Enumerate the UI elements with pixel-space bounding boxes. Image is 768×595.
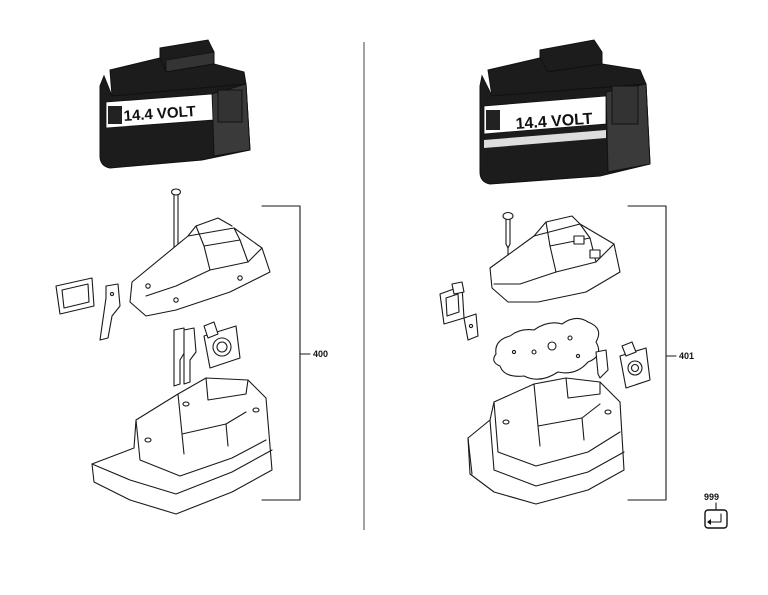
right-callout-label: 401: [679, 351, 694, 361]
page-reference[interactable]: 999: [704, 492, 728, 529]
left-top-cover[interactable]: [129, 217, 271, 317]
right-round-connector[interactable]: [619, 341, 651, 389]
left-callout-label: 400: [313, 349, 328, 359]
left-center-terminals[interactable]: [173, 327, 197, 387]
left-bracket: [261, 205, 311, 501]
right-side-connector[interactable]: [439, 281, 465, 325]
left-round-connector[interactable]: [203, 321, 241, 369]
right-small-terminal[interactable]: [463, 313, 479, 341]
left-label-band: [105, 93, 214, 129]
left-battery-label: 14.4 VOLT: [123, 103, 196, 125]
right-battery-pack[interactable]: 14.4 VOLT: [479, 39, 651, 185]
right-battery-label: 14.4 VOLT: [515, 111, 593, 133]
right-bracket: [627, 205, 677, 501]
right-gasket-plate[interactable]: [493, 317, 600, 380]
left-lower-housing[interactable]: [91, 377, 273, 515]
right-label-band: [483, 95, 607, 135]
right-top-cover[interactable]: [489, 215, 621, 303]
left-battery-pack[interactable]: 14.4 VOLT: [99, 39, 251, 169]
left-contact-plate[interactable]: [55, 277, 95, 315]
return-icon[interactable]: [704, 509, 728, 529]
right-lower-housing[interactable]: [467, 377, 625, 505]
right-tab-terminal[interactable]: [595, 349, 609, 379]
page-ref-label: 999: [704, 492, 719, 502]
left-terminal-clip[interactable]: [99, 283, 121, 341]
left-assembly: 14.4 VOLT: [55, 39, 328, 515]
right-assembly: 14.4 VOLT: [439, 39, 694, 505]
